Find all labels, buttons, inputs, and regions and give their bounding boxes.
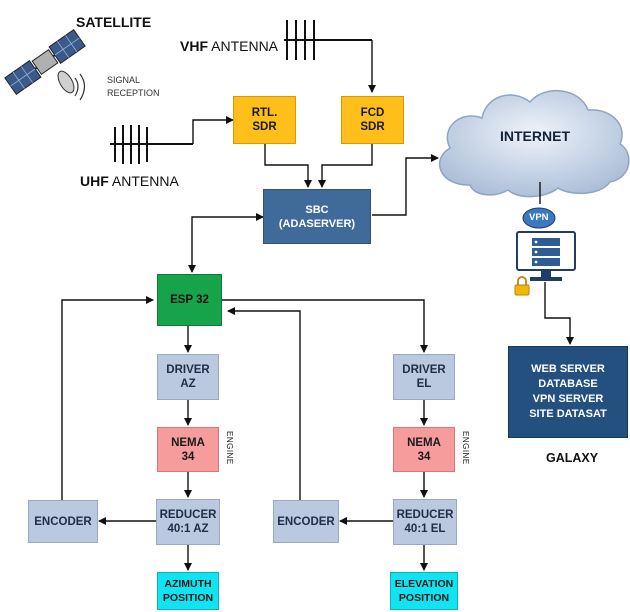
sbc-line1: SBC [305,203,329,216]
driver-az-box: DRIVER AZ [157,354,219,400]
fcd-sdr-line1: FCD [360,107,385,119]
reducer-el-box: REDUCER 40:1 EL [393,499,457,545]
nema-el-line1: NEMA [407,436,441,449]
reducer-az-line2: 40:1 AZ [167,523,209,535]
rtl-sdr-line1: RTL. [251,107,278,119]
vpn-label: VPN [529,212,549,223]
driver-el-line2: EL [416,378,432,390]
engine-label-el: ENGINE [461,431,470,465]
sbc-box: SBC (ADASERVER) [263,189,371,244]
nema-el-box: NEMA 34 [393,427,455,472]
elevation-line1: ELEVATION [394,578,454,590]
signal-label: SIGNAL [107,75,141,85]
vpn-computer-icon [516,207,576,281]
vhf-bold: VHF [180,38,208,54]
server-line1: WEB SERVER [531,363,605,375]
fcd-sdr-box: FCD SDR [341,96,404,144]
rtl-sdr-box: RTL. SDR [233,96,296,144]
azimuth-line1: AZIMUTH [164,578,212,590]
fcd-sdr-line2: SDR [360,121,385,133]
encoder-el-label: ENCODER [277,515,335,528]
nema-az-box: NEMA 34 [157,427,219,472]
esp32-box: ESP 32 [157,274,222,326]
vhf-antenna-icon [284,20,372,60]
satellite-label: SATELLITE [76,14,152,30]
reception-label: RECEPTION [107,88,160,98]
driver-az-line1: DRIVER [166,364,210,376]
encoder-az-label: ENCODER [34,515,92,528]
nema-el-line2: 34 [417,450,431,463]
reducer-az-box: REDUCER 40:1 AZ [156,499,220,545]
esp32-label: ESP 32 [170,294,209,306]
nema-az-line2: 34 [181,450,195,463]
galaxy-label: GALAXY [546,451,599,465]
driver-az-line2: AZ [180,378,196,390]
encoder-az-box: ENCODER [28,500,98,543]
uhf-bold: UHF [80,173,109,189]
encoder-el-box: ENCODER [273,500,339,543]
uhf-rest: ANTENNA [111,173,179,189]
server-line2: DATABASE [538,378,598,390]
lock-icon [514,276,530,296]
reducer-el-line2: 40:1 EL [404,523,446,535]
connectors [61,40,574,571]
driver-el-box: DRIVER EL [393,354,455,400]
elevation-line2: POSITION [398,592,450,604]
reducer-az-line1: REDUCER [159,509,217,521]
uhf-antenna-icon [110,125,193,164]
driver-el-line1: DRIVER [402,364,446,376]
sbc-line2: (ADASERVER) [278,217,356,230]
nema-az-line1: NEMA [171,436,205,449]
uhf-antenna-label: UHF ANTENNA [80,173,179,189]
reducer-el-line1: REDUCER [396,509,454,521]
rtl-sdr-line2: SDR [252,121,277,133]
cloud-icon [439,89,630,198]
galaxy-server-box: WEB SERVER DATABASE VPN SERVER SITE DATA… [508,346,628,438]
azimuth-position-box: AZIMUTH POSITION [157,572,219,610]
vhf-rest: ANTENNA [211,38,279,54]
azimuth-line2: POSITION [162,592,214,604]
satellite-icon [4,29,86,101]
server-line3: VPN SERVER [532,393,604,405]
internet-label: INTERNET [500,128,570,144]
elevation-position-box: ELEVATION POSITION [390,572,458,610]
vhf-antenna-label: VHF ANTENNA [180,38,278,54]
engine-label-az: ENGINE [225,431,234,465]
server-line4: SITE DATASAT [529,408,607,420]
